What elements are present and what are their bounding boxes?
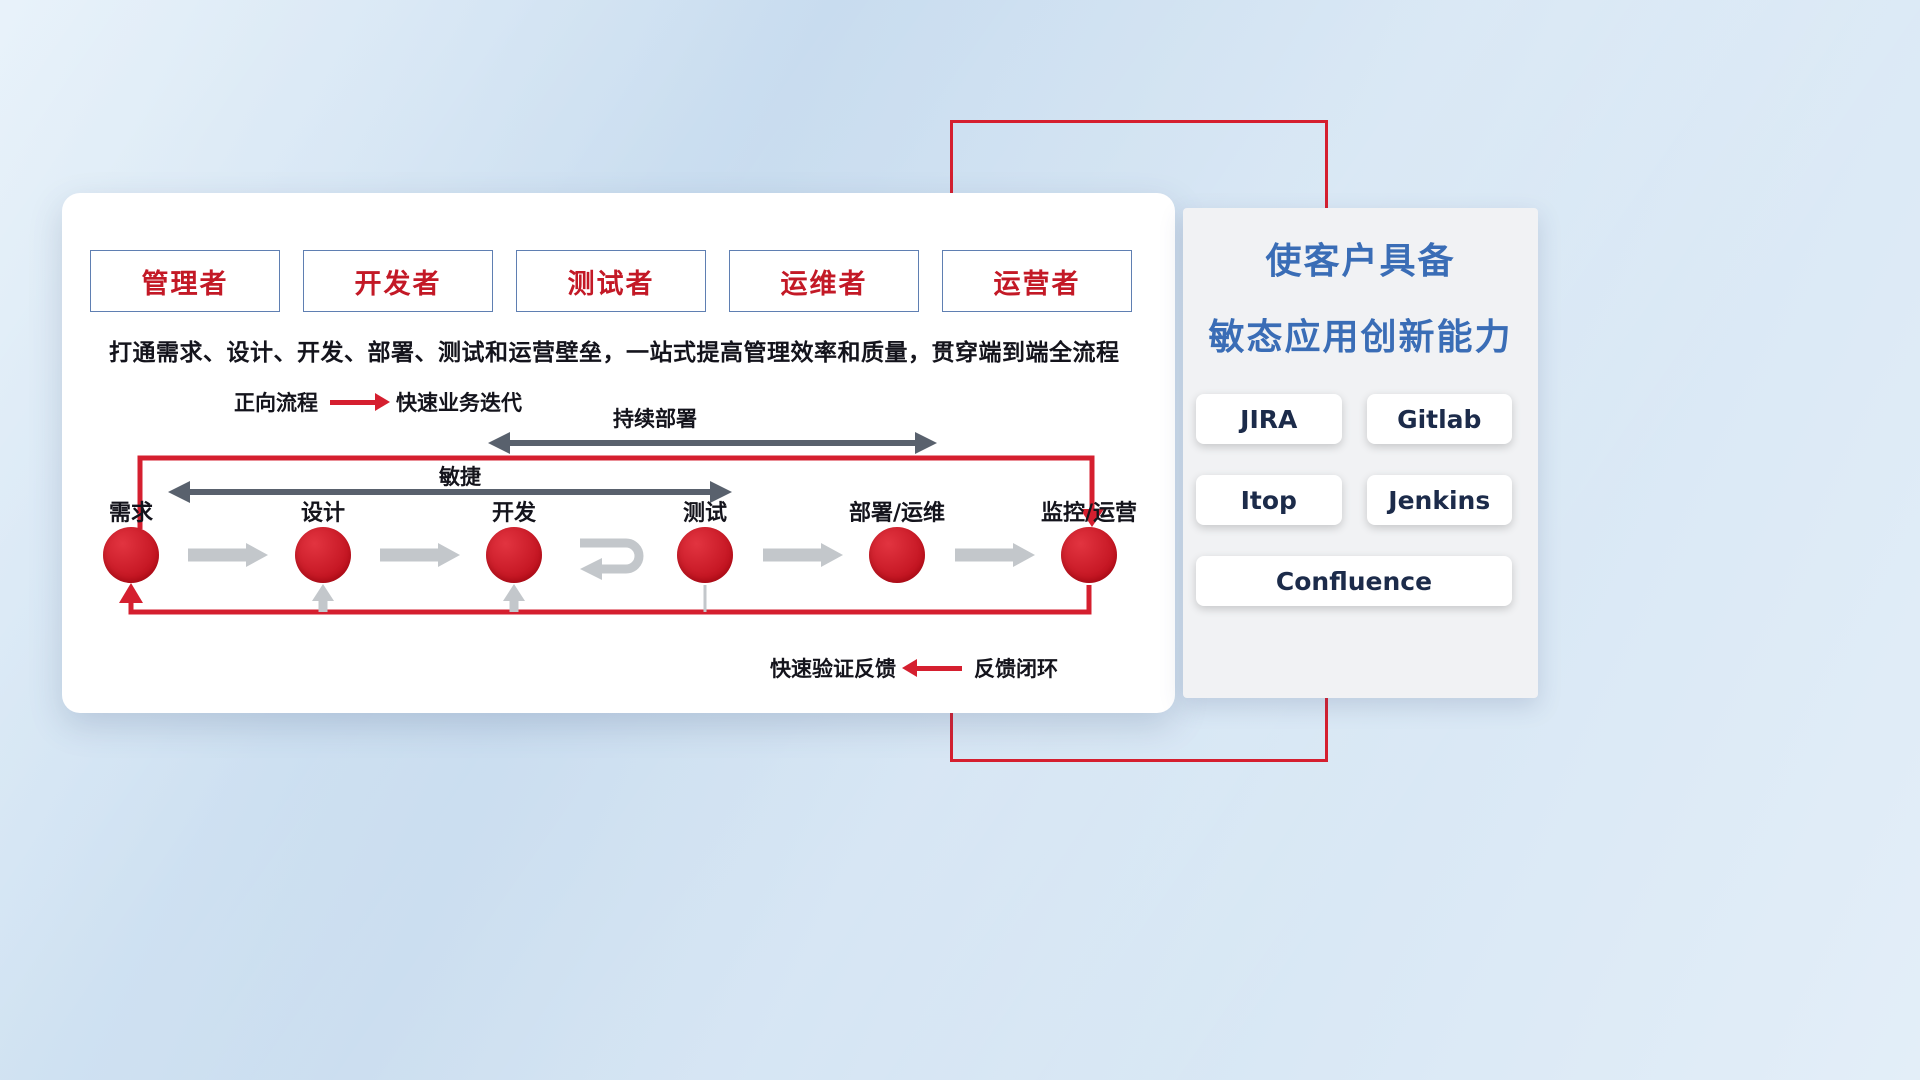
legend-forward-label: 正向流程 xyxy=(234,391,318,415)
panel-title-line1: 使客户具备 xyxy=(1265,241,1456,282)
stage-label-monitor-ops: 监控/运营 xyxy=(1040,501,1138,526)
stage-label-design: 设计 xyxy=(300,501,346,526)
role-label-tester: 测试者 xyxy=(567,268,655,300)
stage-node-develop xyxy=(486,527,542,583)
panel-title: 使客户具备 敏态应用创新能力 xyxy=(1183,208,1538,356)
stage-node-requirements xyxy=(103,527,159,583)
stage-label-test: 测试 xyxy=(682,501,728,526)
stage-label-deploy-ops: 部署/运维 xyxy=(848,501,946,526)
role-box-business-ops: 运营者 xyxy=(942,250,1132,312)
description-text: 打通需求、设计、开发、部署、测试和运营壁垒，一站式提高管理效率和质量，贯穿端到端… xyxy=(109,340,1120,366)
stage-node-test xyxy=(677,527,733,583)
tool-gitlab-label: Gitlab xyxy=(1397,404,1482,434)
role-box-tester: 测试者 xyxy=(516,250,706,312)
tool-itop: Itop xyxy=(1196,475,1342,525)
feedback-loop-line xyxy=(119,583,1092,615)
forward-loop-line xyxy=(137,455,1104,529)
legend-feedback-label: 快速验证反馈 xyxy=(770,657,896,681)
role-label-manager: 管理者 xyxy=(141,268,229,300)
role-box-operations: 运维者 xyxy=(729,250,919,312)
role-label-developer: 开发者 xyxy=(354,268,442,300)
tool-gitlab: Gitlab xyxy=(1366,394,1512,444)
tool-jira: JIRA xyxy=(1196,394,1342,444)
role-box-developer: 开发者 xyxy=(303,250,493,312)
forward-arrow-icon xyxy=(330,392,390,411)
tools-grid: JIRA Gitlab Itop Jenkins Confluence xyxy=(1196,394,1512,606)
continuous-deploy-label: 持续部署 xyxy=(613,407,697,431)
panel-title-line2: 敏态应用创新能力 xyxy=(1208,317,1513,358)
stage-label-develop: 开发 xyxy=(491,501,537,526)
stage-node-monitor-ops xyxy=(1061,527,1117,583)
roles-row: 管理者 开发者 测试者 运维者 运营者 xyxy=(90,250,1132,312)
tool-itop-label: Itop xyxy=(1240,485,1297,515)
feedback-arrow-icon xyxy=(902,658,962,677)
agile-label: 敏捷 xyxy=(439,465,481,489)
stage-node-design xyxy=(295,527,351,583)
tool-jenkins: Jenkins xyxy=(1366,475,1512,525)
tool-jira-label: JIRA xyxy=(1240,404,1298,434)
role-label-operations: 运维者 xyxy=(780,268,868,300)
feedback-up-arrows xyxy=(312,584,707,612)
legend-forward-value: 快速业务迭代 xyxy=(396,391,522,415)
continuous-deploy-arrow xyxy=(488,432,937,454)
tool-jenkins-label: Jenkins xyxy=(1388,485,1491,515)
stage-node-deploy-ops xyxy=(869,527,925,583)
tool-confluence: Confluence xyxy=(1196,556,1512,606)
devops-flow-card: 管理者 开发者 测试者 运维者 运营者 打通需求、设计、开发、部署、测试和运营壁… xyxy=(62,193,1175,713)
legend-feedback: 快速验证反馈 反馈闭环 xyxy=(770,653,1058,683)
legend-feedback-value: 反馈闭环 xyxy=(974,657,1058,681)
role-box-manager: 管理者 xyxy=(90,250,280,312)
iteration-loop-icon xyxy=(580,538,644,580)
legend-forward: 正向流程 快速业务迭代 xyxy=(234,387,522,417)
stage-label-requirements: 需求 xyxy=(108,501,154,526)
tool-confluence-label: Confluence xyxy=(1275,566,1433,596)
capability-panel: 使客户具备 敏态应用创新能力 JIRA Gitlab Itop Jenkins … xyxy=(1183,208,1538,698)
role-label-business-ops: 运营者 xyxy=(993,268,1081,300)
